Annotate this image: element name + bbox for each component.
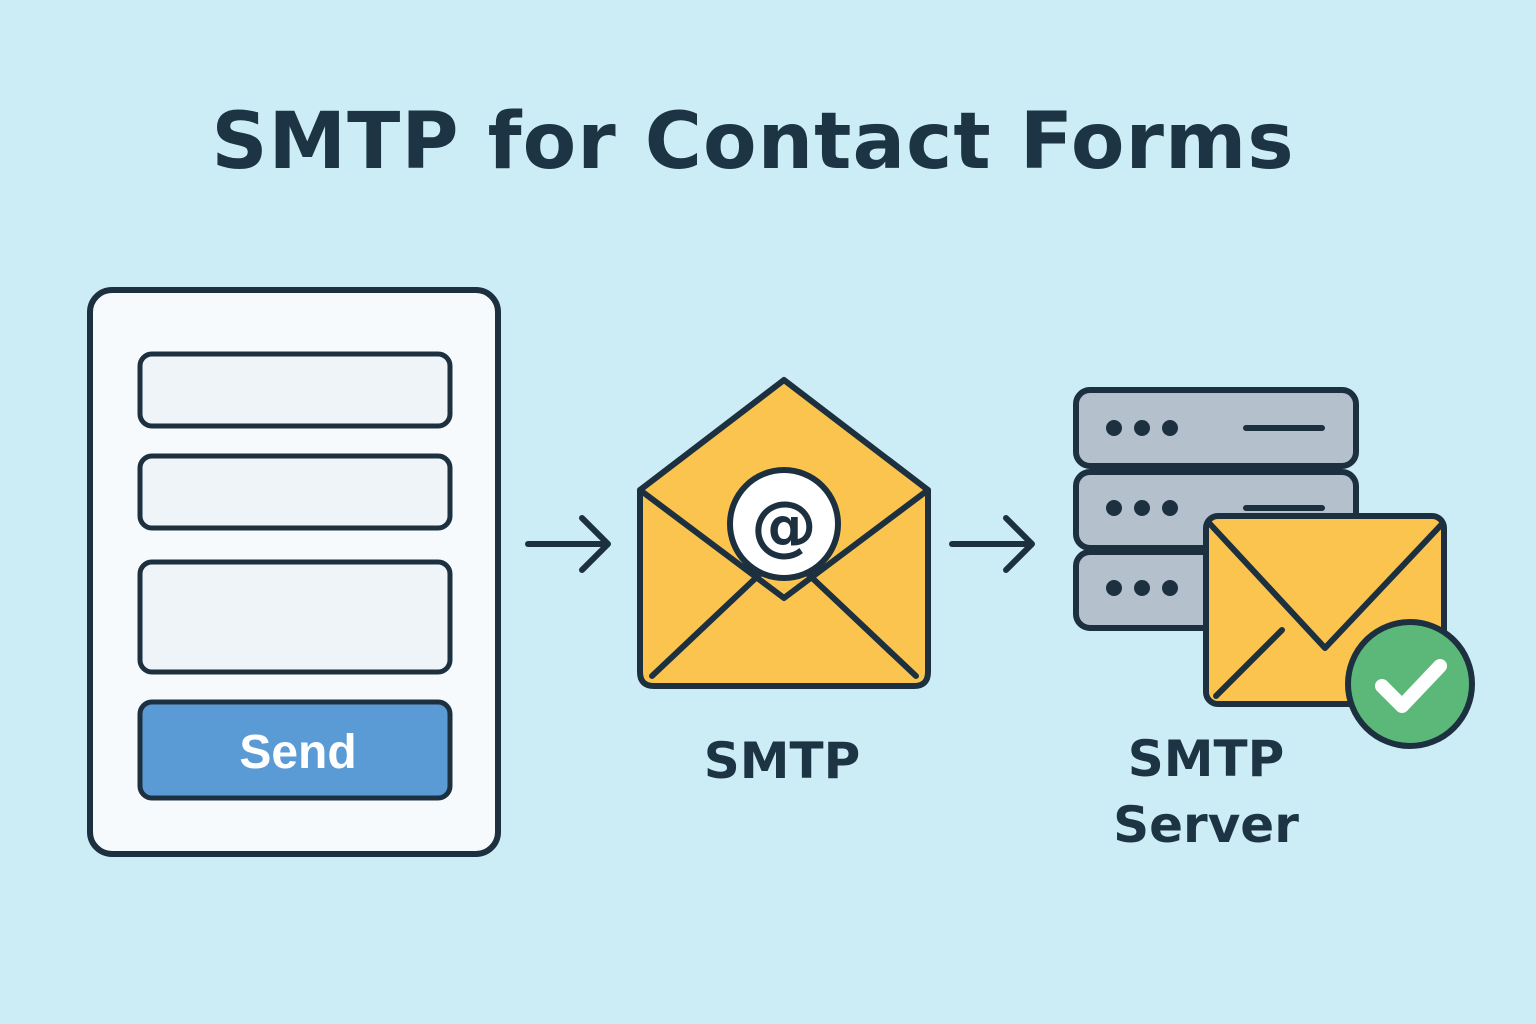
smtp-caption: SMTP [703, 732, 861, 790]
form-field-name[interactable] [137, 351, 453, 429]
send-button[interactable]: Send [137, 699, 453, 801]
send-button-label: Send [239, 726, 356, 779]
smtp-server-caption-line2: Server [1113, 796, 1299, 854]
smtp-server-caption: SMTP Server [1086, 726, 1326, 858]
arrow-right-icon [525, 515, 611, 573]
server-unit [1073, 387, 1359, 469]
smtp-server-caption-line1: SMTP [1127, 730, 1285, 788]
contact-form: Send [87, 287, 501, 857]
page-title: SMTP for Contact Forms [211, 97, 1295, 187]
form-field-email[interactable] [137, 453, 453, 531]
arrow-right-icon [949, 515, 1035, 573]
envelope-at-icon: @ [637, 377, 931, 689]
form-field-message[interactable] [137, 559, 453, 675]
server-lights [1106, 420, 1178, 596]
at-symbol: @ [751, 487, 817, 564]
check-circle-icon [1345, 619, 1475, 749]
